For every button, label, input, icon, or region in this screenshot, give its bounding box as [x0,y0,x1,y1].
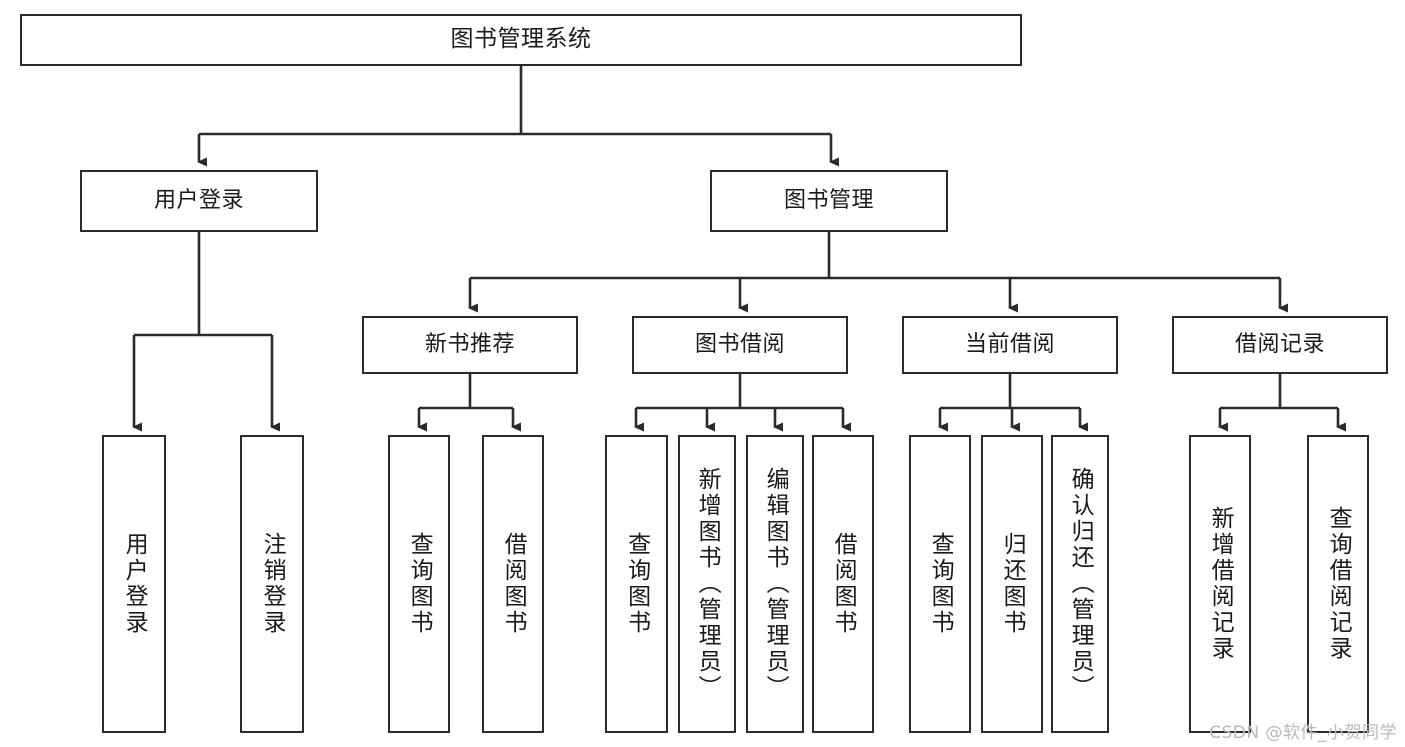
node-root-system[interactable]: 图书管理系统 [20,14,1022,66]
node-user-login[interactable]: 用户登录 [80,170,318,232]
node-leaf-query-book-current[interactable]: 查询图书 [909,435,971,733]
node-label: 借阅图书 [830,532,857,636]
node-label: 查询图书 [927,532,954,636]
node-label: 新增图书（管理员） [694,467,721,701]
node-label: 当前借阅 [964,332,1055,358]
node-leaf-user-login[interactable]: 用户登录 [102,435,166,733]
node-leaf-borrow-book-rec[interactable]: 借阅图书 [482,435,544,733]
node-leaf-return-book[interactable]: 归还图书 [981,435,1043,733]
node-label: 用户登录 [121,532,148,636]
node-current-borrow[interactable]: 当前借阅 [902,316,1118,374]
node-leaf-user-logout[interactable]: 注销登录 [240,435,304,733]
node-leaf-borrow-book[interactable]: 借阅图书 [812,435,874,733]
node-label: 查询借阅记录 [1325,506,1352,662]
node-borrow-record[interactable]: 借阅记录 [1172,316,1388,374]
node-label: 编辑图书（管理员） [762,467,789,701]
node-book-borrow[interactable]: 图书借阅 [632,316,848,374]
node-label: 查询图书 [623,532,650,636]
node-leaf-query-book-rec[interactable]: 查询图书 [388,435,450,733]
node-label: 图书管理 [783,188,874,214]
node-label: 借阅图书 [500,532,527,636]
node-label: 图书管理系统 [450,26,592,53]
node-leaf-add-borrow-record[interactable]: 新增借阅记录 [1189,435,1251,733]
node-label: 归还图书 [999,532,1026,636]
node-leaf-query-book-borrow[interactable]: 查询图书 [605,435,668,733]
node-book-manage[interactable]: 图书管理 [710,170,948,232]
node-label: 注销登录 [259,532,286,636]
node-leaf-query-borrow-record[interactable]: 查询借阅记录 [1307,435,1369,733]
node-leaf-edit-book-admin[interactable]: 编辑图书（管理员） [746,435,804,733]
node-new-book-recommend[interactable]: 新书推荐 [362,316,578,374]
node-label: 用户登录 [153,188,244,214]
node-leaf-add-book-admin[interactable]: 新增图书（管理员） [678,435,736,733]
node-label: 借阅记录 [1234,332,1325,358]
node-label: 确认归还（管理员） [1067,467,1094,701]
watermark: CSDN @软件_小贺同学 [1209,723,1397,743]
node-label: 图书借阅 [694,332,785,358]
node-leaf-confirm-return-admin[interactable]: 确认归还（管理员） [1051,435,1109,733]
node-label: 新书推荐 [424,332,515,358]
node-label: 查询图书 [406,532,433,636]
node-label: 新增借阅记录 [1207,506,1234,662]
